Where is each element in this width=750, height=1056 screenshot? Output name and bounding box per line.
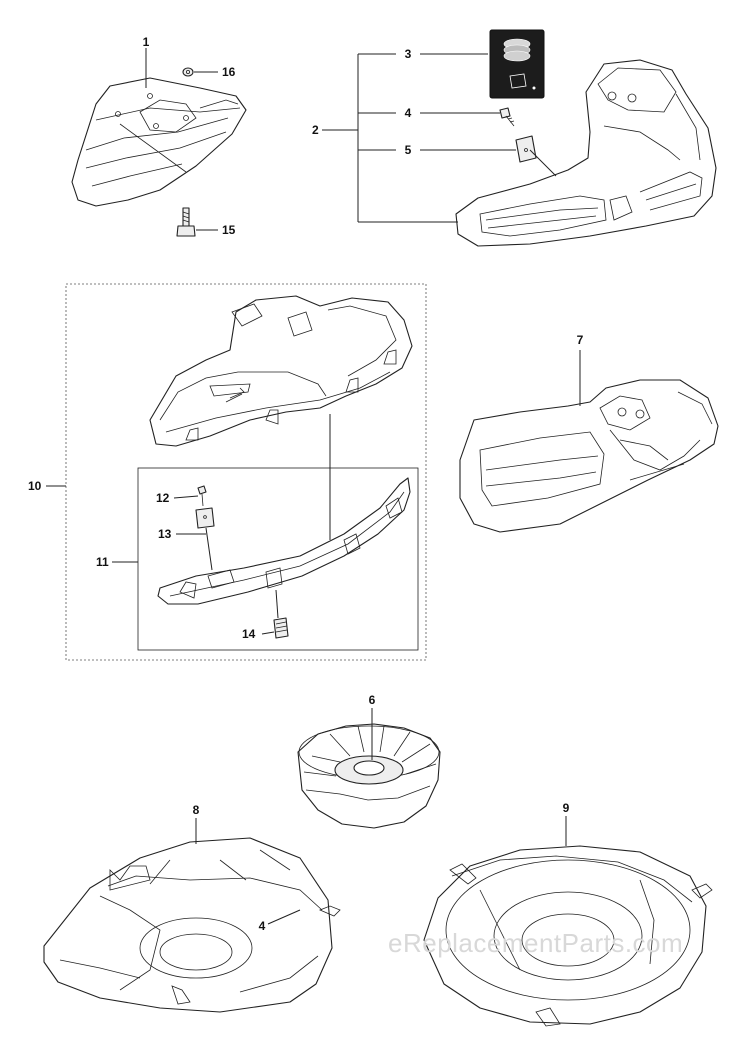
kit-11-box <box>137 467 419 651</box>
callout-12: 12 <box>156 491 170 505</box>
callout-labels: 1 16 15 2 3 4 5 7 10 11 12 13 14 6 8 4 9 <box>28 35 584 933</box>
part-15-screw <box>176 207 196 237</box>
callout-4: 4 <box>405 106 412 120</box>
part-16-nut <box>182 67 194 77</box>
callout-11: 11 <box>96 555 109 569</box>
callout-3: 3 <box>405 47 412 61</box>
callout-5: 5 <box>405 143 412 157</box>
callout-15: 15 <box>222 223 236 237</box>
callout-4-secondary: 4 <box>259 919 266 933</box>
callout-7: 7 <box>577 333 584 347</box>
leader-lines <box>46 48 581 925</box>
watermark: eReplacementParts.com <box>388 928 683 958</box>
callout-13: 13 <box>158 527 172 541</box>
callout-9: 9 <box>563 801 570 815</box>
callout-14: 14 <box>242 627 256 641</box>
part-6-cup <box>297 723 441 829</box>
part-9-guard <box>423 845 713 1027</box>
part-4-screw <box>499 107 515 127</box>
part-14-clip <box>273 617 289 639</box>
part-7-guard <box>459 379 719 533</box>
part-3-inset <box>489 29 545 99</box>
part-10-guard <box>149 295 413 447</box>
part-13-plate <box>195 507 215 529</box>
kit-10-box <box>65 283 427 661</box>
part-5-plate <box>515 135 537 163</box>
callout-6: 6 <box>369 693 376 707</box>
callout-8: 8 <box>193 803 200 817</box>
callout-1: 1 <box>143 35 150 49</box>
part-11-holder <box>157 477 411 605</box>
callout-16: 16 <box>222 65 236 79</box>
part-8-guard <box>43 837 341 1013</box>
part-12-screw <box>197 485 207 507</box>
callout-10: 10 <box>28 479 42 493</box>
callout-2: 2 <box>312 123 319 137</box>
part-1-guard <box>71 77 247 207</box>
